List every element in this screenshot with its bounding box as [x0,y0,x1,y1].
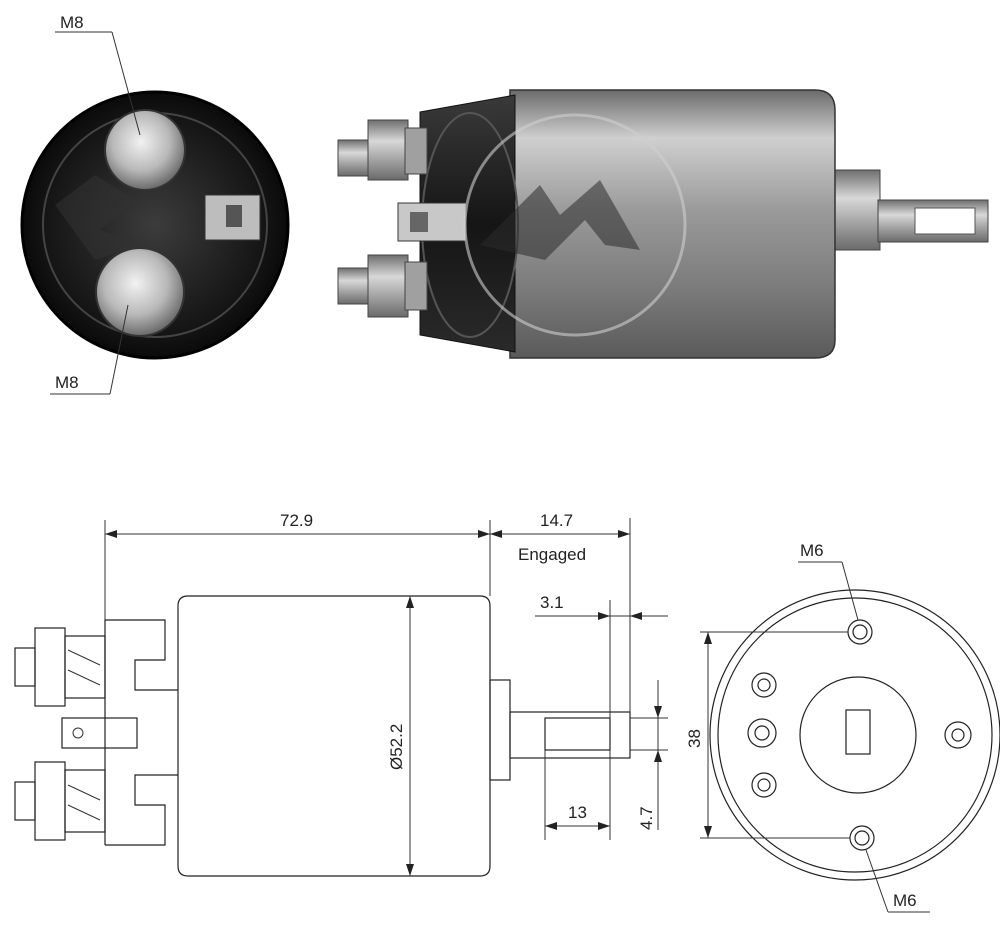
dim-body-diameter: Ø52.2 [387,596,414,876]
drawing-body [177,595,491,877]
end-center-slot [845,709,871,755]
side-top-stud [337,119,428,181]
dim-body-length: 72.9 [104,511,491,620]
drawing-boss [489,679,511,781]
dim-mount-spacing: 38 [685,631,850,839]
side-drawing: 72.9 14.7 Engaged 3.1 13 [14,511,668,877]
dim-body-length-text: 72.9 [280,511,313,530]
end-outer-circle [709,589,1000,881]
side-spade-terminal [397,202,467,242]
end-view-photo [20,90,290,360]
mount-label-bottom: M6 [865,849,930,913]
terminal-hole-2 [747,718,777,748]
dim-body-diameter-text: Ø52.2 [387,724,406,770]
drawing-top-stud [14,627,106,707]
end-cap [419,94,516,353]
photo-label-top: M8 [55,13,141,136]
drawing-bottom-stud [14,761,106,841]
dim-plunger-offset-text: 3.1 [540,593,564,612]
dim-plunger-length-text: 13 [568,803,587,822]
side-bottom-stud [337,254,428,318]
mount-label-top: M6 [798,541,859,621]
mount-hole-top [847,619,873,645]
photo-label-top-text: M8 [60,13,84,32]
drawing-cap-bracket [105,619,178,846]
drawing-plunger [509,711,631,759]
terminal-hole-1 [751,672,777,698]
dim-plunger-offset: 3.1 [535,593,668,718]
terminal-hole-3 [751,772,777,798]
dim-stroke-state-text: Engaged [518,545,586,564]
photo-label-bottom-text: M8 [55,373,79,392]
bottom-terminal-bolt [95,247,185,337]
dim-slot-width: 4.7 [630,680,668,830]
dim-stroke-text: 14.7 [540,511,573,530]
top-terminal-bolt [104,109,186,191]
drawing-spade [61,717,138,749]
solenoid-can [509,89,836,359]
terminal-hole-4 [944,721,972,749]
side-logo-watermark [480,180,640,260]
end-drawing: 38 M6 M6 [685,541,1000,913]
dim-slot-width-text: 4.7 [637,806,656,830]
mount-label-bottom-text: M6 [893,891,917,910]
photo-label-bottom: M8 [50,304,129,395]
end-boss-circle [799,676,917,794]
dim-mount-spacing-text: 38 [685,729,704,748]
logo-watermark [55,175,140,260]
side-view-photo [337,89,989,359]
dim-plunger-length: 13 [544,750,611,840]
dim-stroke: 14.7 Engaged [490,511,631,712]
drawing-plunger-slot [544,717,611,751]
mount-label-top-text: M6 [800,541,824,560]
mount-hole-bottom [849,825,875,851]
